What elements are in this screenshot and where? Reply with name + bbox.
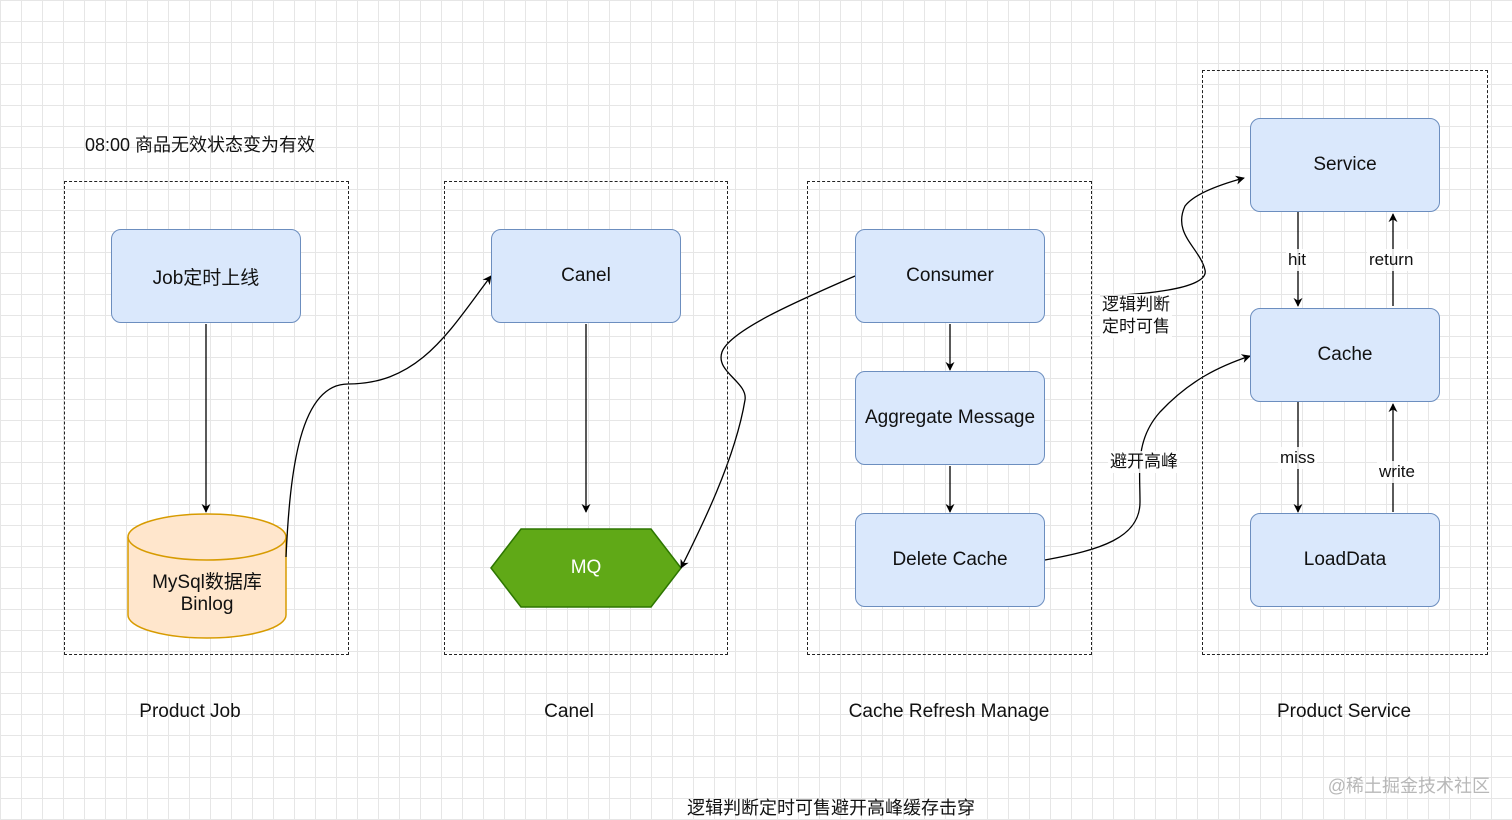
edge-label-avoid-peak: 避开高峰 [1108,451,1180,473]
mq-label: MQ [570,557,602,578]
group-title-cache-refresh-manage: Cache Refresh Manage [848,701,1050,722]
edge-label-hit: hit [1286,249,1308,271]
top-note: 08:00 商品无效状态变为有效 [85,135,316,155]
job-node[interactable]: Job定时上线 [111,229,301,323]
edge-consumer-to-mq [680,275,856,569]
loaddata-node[interactable]: LoadData [1250,513,1440,607]
edge-label-miss: miss [1278,447,1317,469]
edge-consumer-to-service [1099,175,1245,297]
consumer-node[interactable]: Consumer [855,229,1045,323]
cache-node[interactable]: Cache [1250,308,1440,402]
diagram-caption: 逻辑判断定时可售避开高峰缓存击穿 [687,798,975,818]
edge-label-logic-sell: 逻辑判断 定时可售 [1100,294,1172,338]
group-product-service [1202,70,1488,655]
service-node[interactable]: Service [1250,118,1440,212]
edge-label-write: write [1377,461,1417,483]
edge-label-return: return [1367,249,1416,271]
group-title-product-job: Product Job [139,701,241,722]
group-cache-refresh-manage [807,181,1092,655]
group-product-job [64,181,349,655]
aggregate-message-node[interactable]: Aggregate Message [855,371,1045,465]
database-cylinder [127,513,287,639]
canel-node[interactable]: Canel [491,229,681,323]
group-canel [444,181,728,655]
database-label: MySql数据库 Binlog [152,572,262,615]
watermark: @稀土掘金技术社区 [1327,776,1490,796]
group-title-canel: Canel [544,701,594,722]
delete-cache-node[interactable]: Delete Cache [855,513,1045,607]
group-title-product-service: Product Service [1276,701,1412,722]
